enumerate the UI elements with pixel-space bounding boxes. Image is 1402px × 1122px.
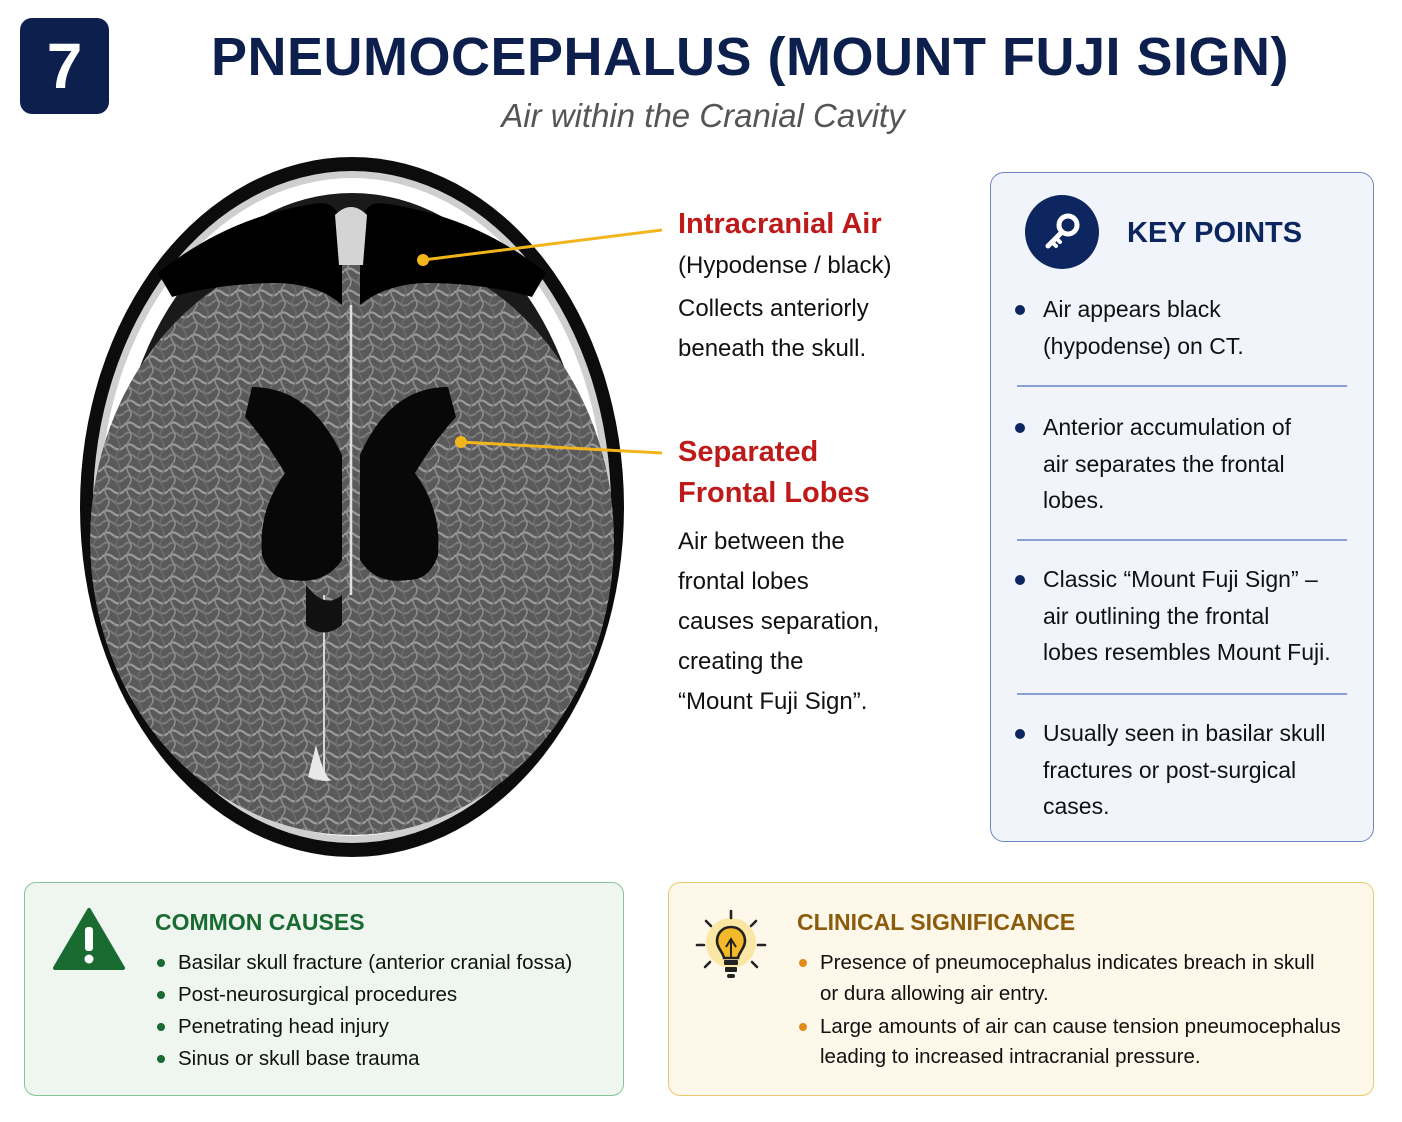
annotation-line: “Mount Fuji Sign”. <box>678 688 868 715</box>
bullet-dot <box>1015 575 1025 585</box>
annotation-line: (Hypodense / black) <box>678 252 892 279</box>
annotation-heading: Frontal Lobes <box>678 477 870 509</box>
annotation-heading: Intracranial Air <box>678 208 882 240</box>
cause-item: Basilar skull fracture (anterior cranial… <box>178 951 573 974</box>
page-subtitle: Air within the Cranial Cavity <box>501 97 905 134</box>
leader-line-intracranial-air <box>422 228 663 262</box>
bullet-dot <box>799 959 807 967</box>
annotation-line: Air between the <box>678 528 845 555</box>
cause-item: Sinus or skull base trauma <box>178 1047 420 1070</box>
lightbulb-icon <box>695 909 767 978</box>
bullet-dot <box>1015 305 1025 315</box>
page-title: PNEUMOCEPHALUS (MOUNT FUJI SIGN) <box>210 27 1290 87</box>
divider <box>1017 539 1347 541</box>
bullet-dot <box>799 1023 807 1031</box>
clinical-significance-box: CLINICAL SIGNIFICANCE Presence of pneumo… <box>668 882 1374 1096</box>
common-causes-box: COMMON CAUSES Basilar skull fracture (an… <box>24 882 624 1096</box>
annotation-line: causes separation, <box>678 608 880 635</box>
significance-line: leading to increased intracranial pressu… <box>820 1045 1201 1068</box>
cause-item: Penetrating head injury <box>178 1015 389 1038</box>
annotation-line: beneath the skull. <box>678 335 867 362</box>
annotation-intracranial-air: Intracranial Air (Hypodense / black) Col… <box>678 204 978 369</box>
key-point-text: Anterior accumulation of air separates t… <box>1043 414 1292 513</box>
annotation-heading: Separated <box>678 436 819 468</box>
warning-icon <box>53 908 125 970</box>
key-point-text: Air appears black (hypodense) on CT. <box>1043 296 1244 359</box>
bullet-dot <box>1015 423 1025 433</box>
significance-line: or dura allowing air entry. <box>820 982 1049 1005</box>
divider <box>1017 385 1347 387</box>
ct-brain-scan-image <box>80 157 624 857</box>
leader-dot-intracranial-air <box>417 254 429 266</box>
leader-dot-frontal-lobes <box>455 436 467 448</box>
leader-line-frontal-lobes <box>460 440 663 455</box>
key-points-title: KEY POINTS <box>1127 217 1303 249</box>
annotation-line: Collects anteriorly <box>678 295 869 322</box>
cause-item: Post-neurosurgical procedures <box>178 983 458 1006</box>
key-icon <box>1025 195 1099 269</box>
annotation-line: frontal lobes <box>678 568 809 595</box>
significance-line: Presence of pneumocephalus indicates bre… <box>820 951 1315 974</box>
divider <box>1017 693 1347 695</box>
clinical-significance-title: CLINICAL SIGNIFICANCE <box>797 909 1076 935</box>
key-points-panel: KEY POINTS Air appears black (hypodense)… <box>990 172 1374 842</box>
common-causes-title: COMMON CAUSES <box>155 909 365 935</box>
significance-line: Large amounts of air can cause tension p… <box>820 1015 1341 1038</box>
annotation-line: creating the <box>678 648 804 675</box>
key-point-text: Usually seen in basilar skull fractures … <box>1043 720 1326 819</box>
key-point-text: Classic “Mount Fuji Sign” – air outlinin… <box>1043 566 1331 665</box>
bullet-dot <box>157 1055 165 1063</box>
section-number-badge: 7 <box>20 18 109 114</box>
annotation-separated-frontal-lobes: Separated Frontal Lobes Air between the … <box>678 432 978 722</box>
bullet-dot <box>157 991 165 999</box>
bullet-dot <box>157 1023 165 1031</box>
bullet-dot <box>157 959 165 967</box>
bullet-dot <box>1015 729 1025 739</box>
